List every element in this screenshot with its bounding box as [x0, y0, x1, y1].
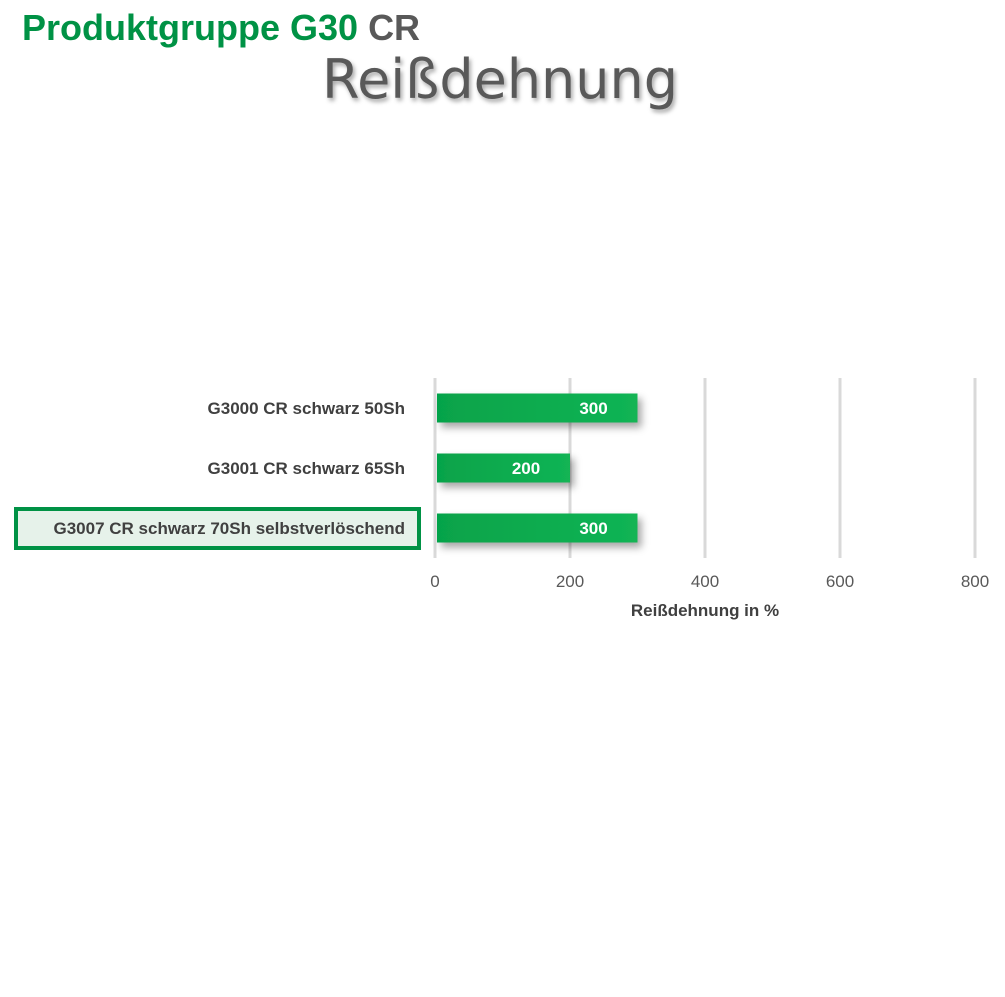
bar-2 [437, 453, 570, 483]
x-axis-title: Reißdehnung in % [631, 601, 779, 620]
x-tick-label: 200 [556, 572, 584, 591]
bars [14, 393, 638, 550]
category-label: G3000 CR schwarz 50Sh [208, 399, 405, 418]
x-tick-label: 400 [691, 572, 719, 591]
product-group-material: CR [368, 7, 421, 48]
category-label: G3001 CR schwarz 65Sh [208, 459, 405, 478]
bar-value-label: 200 [512, 459, 540, 478]
x-tick-label: 0 [430, 572, 439, 591]
bar-3 [437, 513, 638, 543]
highlight-box [14, 507, 421, 550]
bar-value-label: 300 [579, 399, 607, 418]
x-tick-label: 800 [961, 572, 989, 591]
category-label: G3007 CR schwarz 70Sh selbstverlöschend [54, 519, 406, 538]
bar-1 [437, 393, 638, 423]
x-tick-label: 600 [826, 572, 854, 591]
chart-title: Reißdehnung [321, 48, 678, 111]
bar-value-label: 300 [579, 519, 607, 538]
product-group-title: Produktgruppe G30 CR [22, 8, 420, 48]
product-group-name: Produktgruppe G30 [22, 7, 359, 48]
